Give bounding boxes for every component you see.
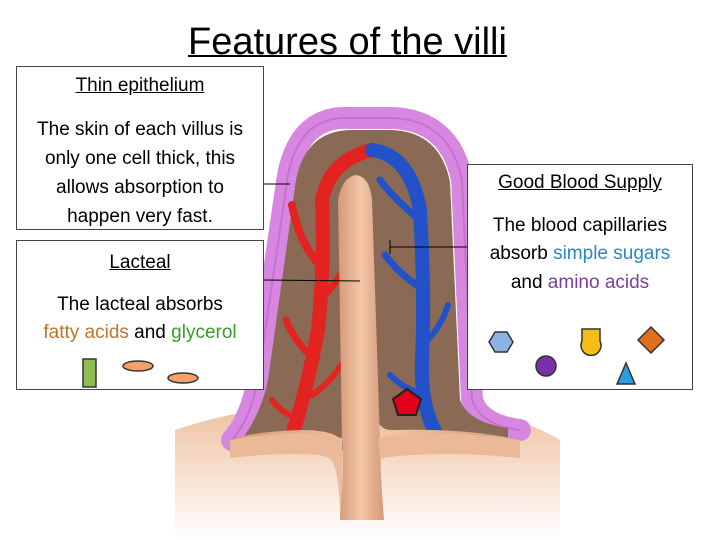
absorb-text: absorb xyxy=(489,243,554,264)
blue-triangle-icon xyxy=(615,361,637,385)
orange-oval-icon xyxy=(122,360,154,372)
orange-oval-icon xyxy=(167,372,199,384)
amino-acids-text: amino acids xyxy=(547,272,650,293)
fatty-acids-text: fatty acids xyxy=(43,322,129,343)
blue-capillaries xyxy=(365,143,451,447)
simple-sugars-text: simple sugars xyxy=(553,243,671,264)
lacteal-box: Lacteal The lacteal absorbs fatty acids … xyxy=(16,240,264,390)
lacteal-heading: Lacteal xyxy=(109,252,171,273)
thin-epithelium-line-2: only one cell thick, this xyxy=(44,148,236,169)
blood-molecules xyxy=(488,325,666,385)
and-text: and xyxy=(510,272,548,293)
glycerol-text: glycerol xyxy=(171,322,237,343)
orange-diamond-icon xyxy=(636,325,666,355)
blood-supply-line-3: and amino acids xyxy=(468,268,692,297)
thin-epithelium-line-4: happen very fast. xyxy=(67,206,213,227)
lacteal-base xyxy=(230,433,520,458)
lacteal-molecules xyxy=(82,358,199,388)
green-rectangle-icon xyxy=(82,358,97,388)
lacteal-pointer xyxy=(262,279,361,282)
blood-supply-line-2: absorb simple sugars xyxy=(468,239,692,268)
page-title: Features of the villi xyxy=(188,21,507,63)
red-pentagon-icon xyxy=(391,387,423,416)
purple-circle-icon xyxy=(535,355,557,377)
lacteal-stem xyxy=(338,175,384,520)
lacteal-line-1: The lacteal absorbs xyxy=(57,294,223,315)
thin-epithelium-line-3: allows absorption to xyxy=(56,177,224,198)
blood-supply-heading: Good Blood Supply xyxy=(498,172,662,193)
thin-epithelium-line-1: The skin of each villus is xyxy=(37,119,243,140)
yellow-drop-icon xyxy=(580,328,602,357)
blue-hexagon-icon xyxy=(488,331,514,353)
lacteal-and-text: and xyxy=(128,322,172,343)
lacteal-line-2: fatty acids and glycerol xyxy=(17,318,263,347)
epithelium-outline xyxy=(231,116,521,441)
thin-epithelium-heading: Thin epithelium xyxy=(75,75,205,96)
blood-supply-box: Good Blood Supply The blood capillaries … xyxy=(467,164,693,390)
blood-supply-line-1: The blood capillaries xyxy=(492,215,668,236)
thin-epithelium-box: Thin epithelium The skin of each villus … xyxy=(16,66,264,230)
